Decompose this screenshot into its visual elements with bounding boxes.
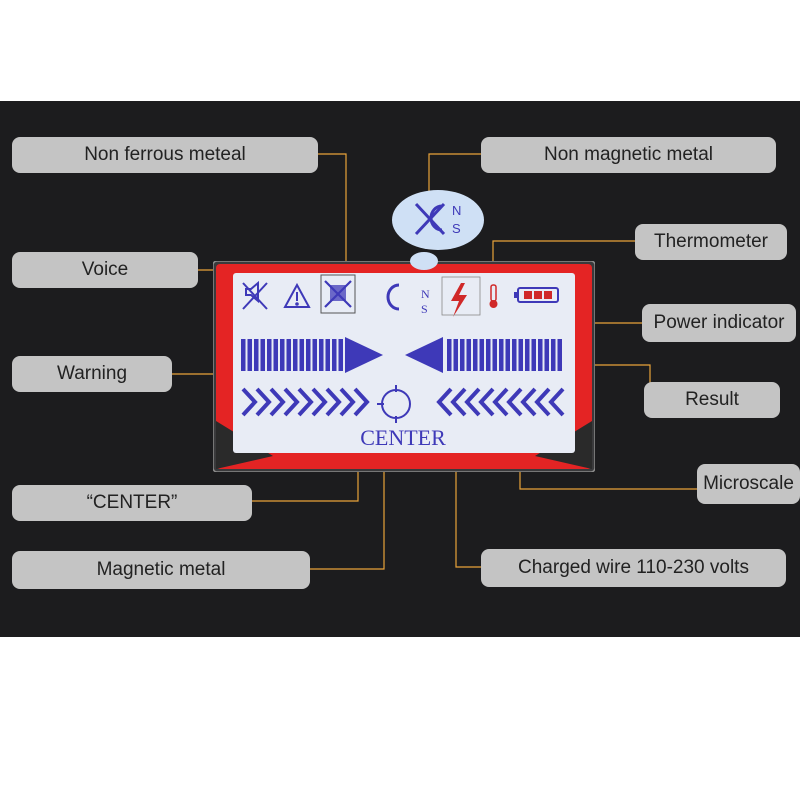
result-bar-segment (499, 339, 504, 371)
result-bar-segment (460, 339, 465, 371)
lightning-box (441, 276, 481, 316)
result-bar-segment (260, 339, 265, 371)
result-bar-segment (247, 339, 252, 371)
no-voice-icon (242, 280, 268, 310)
result-bar-segment (531, 339, 536, 371)
label-result: Result (644, 382, 780, 418)
result-bars-right (447, 339, 562, 371)
microscale-chevron (353, 387, 370, 417)
result-bar-segment (332, 339, 337, 371)
result-arrow-right (405, 337, 443, 373)
result-bar-segment (254, 339, 259, 371)
magnet-icon (386, 283, 400, 311)
label-center: “CENTER” (12, 485, 252, 521)
lcd-center-text: CENTER (360, 425, 446, 450)
non-ferrous-box (320, 274, 356, 314)
label-non-magnetic: Non magnetic metal (481, 137, 776, 173)
target-icon (377, 385, 411, 423)
microscale-chevron (283, 387, 300, 417)
result-bar-segment (544, 339, 549, 371)
lightning-icon (451, 283, 467, 317)
label-magnetic-metal: Magnetic metal (12, 551, 310, 589)
result-bar-segment (512, 339, 517, 371)
microscale-chevron (255, 387, 272, 417)
result-bar-segment (319, 339, 324, 371)
microscale-right (436, 387, 565, 417)
result-bars-left (241, 339, 343, 371)
microscale-chevron (450, 387, 467, 417)
result-bar-segment (299, 339, 304, 371)
label-thermometer: Thermometer (635, 224, 787, 260)
result-bar-segment (473, 339, 478, 371)
microscale-chevron (506, 387, 523, 417)
result-bar-segment (325, 339, 330, 371)
microscale-chevron (311, 387, 328, 417)
magnet-n-label: N (421, 287, 430, 301)
microscale-chevron (269, 387, 286, 417)
label-non-ferrous: Non ferrous meteal (12, 137, 318, 173)
microscale-chevron (325, 387, 342, 417)
result-arrow-left (345, 337, 383, 373)
bubble-s-label: S (452, 221, 461, 236)
detector-device: N S (213, 261, 595, 472)
result-bar-segment (453, 339, 458, 371)
result-bar-segment (538, 339, 543, 371)
microscale-chevron (241, 387, 258, 417)
microscale-chevron (436, 387, 453, 417)
diagram-panel: N S (0, 101, 800, 637)
result-bar-segment (466, 339, 471, 371)
result-bar-segment (525, 339, 530, 371)
non-magnetic-icon (414, 202, 446, 236)
microscale-chevron (297, 387, 314, 417)
result-bar-segment (286, 339, 291, 371)
result-bar-segment (306, 339, 311, 371)
result-bar-segment (338, 339, 343, 371)
label-microscale: Microscale (697, 464, 800, 504)
result-bar-segment (551, 339, 556, 371)
warning-icon (283, 282, 311, 308)
battery-icon (514, 287, 559, 303)
result-bar-segment (479, 339, 484, 371)
label-warning: Warning (12, 356, 172, 392)
non-ferrous-icon (324, 280, 352, 308)
result-bar-segment (492, 339, 497, 371)
microscale-chevron (339, 387, 356, 417)
microscale-chevron (520, 387, 537, 417)
thermometer-icon (489, 284, 498, 308)
magnet-s-label: S (421, 302, 428, 316)
leader-non-magnetic (428, 153, 481, 198)
microscale-chevron (478, 387, 495, 417)
microscale-chevron (464, 387, 481, 417)
label-voice: Voice (12, 252, 198, 288)
microscale-chevron (548, 387, 565, 417)
bubble-n-label: N (452, 203, 461, 218)
result-bar-segment (312, 339, 317, 371)
result-bar-segment (273, 339, 278, 371)
result-bar-segment (267, 339, 272, 371)
result-bar-segment (518, 339, 523, 371)
result-bar-segment (447, 339, 452, 371)
microscale-left (241, 387, 370, 417)
microscale-chevron (534, 387, 551, 417)
result-bar-segment (505, 339, 510, 371)
label-power-indicator: Power indicator (642, 304, 796, 342)
result-bar-segment (293, 339, 298, 371)
result-bar-segment (486, 339, 491, 371)
microscale-chevron (492, 387, 509, 417)
non-magnetic-bubble: N S (392, 190, 484, 270)
label-charged-wire: Charged wire 110-230 volts (481, 549, 786, 587)
result-bar-segment (241, 339, 246, 371)
result-bar-segment (280, 339, 285, 371)
result-bar-segment (557, 339, 562, 371)
